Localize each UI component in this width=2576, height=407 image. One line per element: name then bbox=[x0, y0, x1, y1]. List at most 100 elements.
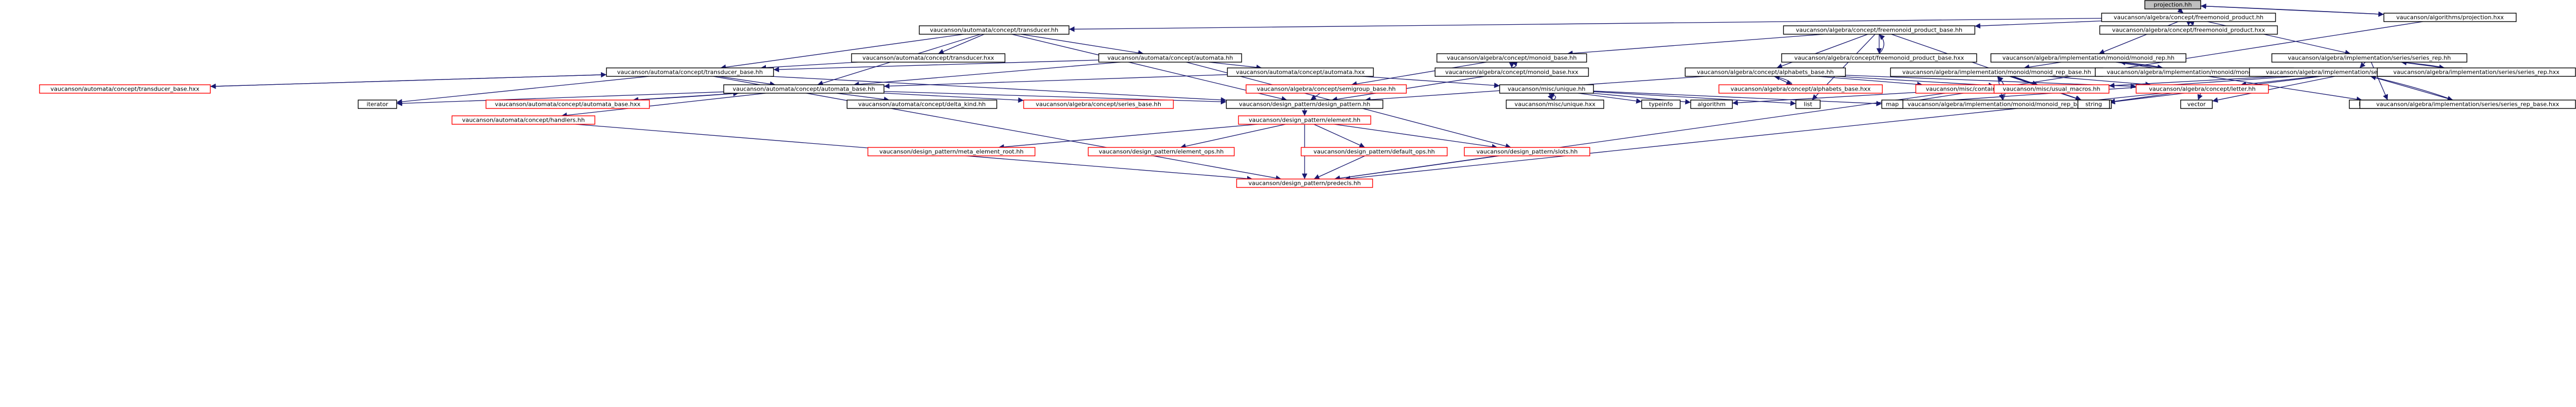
graph-node[interactable]: vaucanson/automata/concept/transducer_ba… bbox=[39, 84, 211, 94]
graph-node[interactable]: vaucanson/misc/unique.hxx bbox=[1505, 100, 1605, 109]
graph-node[interactable]: vaucanson/algebra/implementation/series/… bbox=[2377, 67, 2576, 77]
dependency-edge bbox=[836, 93, 890, 102]
dependency-edge bbox=[1593, 91, 1882, 106]
node-label: vaucanson/automata/concept/automata_base… bbox=[495, 101, 641, 108]
graph-node[interactable]: vaucanson/algebra/concept/freemonoid_pro… bbox=[2099, 25, 2278, 35]
graph-node[interactable]: vaucanson/automata/concept/automata_base… bbox=[723, 84, 884, 94]
node-label: string bbox=[2085, 101, 2102, 108]
node-label: vaucanson/automata/concept/delta_kind.hh bbox=[858, 101, 986, 108]
graph-node[interactable]: vaucanson/design_pattern/design_pattern.… bbox=[1226, 100, 1384, 109]
graph-node[interactable]: string bbox=[2077, 100, 2110, 109]
graph-node[interactable]: vaucanson/algebra/implementation/monoid/… bbox=[1990, 53, 2186, 63]
graph-node[interactable]: vaucanson/design_pattern/predecls.hh bbox=[1236, 178, 1373, 188]
dependency-edge bbox=[773, 59, 1099, 73]
graph-node[interactable]: iterator bbox=[357, 100, 397, 109]
node-box bbox=[2101, 13, 2276, 22]
node-box bbox=[723, 84, 884, 94]
node-box bbox=[1881, 100, 1903, 109]
graph-node[interactable]: vaucanson/algebra/concept/freemonoid_pro… bbox=[2101, 13, 2276, 22]
node-box bbox=[1300, 147, 1448, 156]
node-label: vaucanson/algebra/implementation/monoid/… bbox=[1908, 101, 2100, 108]
graph-node[interactable]: vaucanson/algebra/concept/freemonoid_pro… bbox=[1781, 53, 1977, 63]
graph-node[interactable]: vaucanson/automata/concept/transducer_ba… bbox=[606, 67, 774, 77]
dependency-edge bbox=[1567, 34, 1824, 56]
graph-node[interactable]: vaucanson/automata/concept/automata_base… bbox=[485, 100, 650, 109]
graph-node[interactable]: vaucanson/algebra/concept/monoid_base.hh bbox=[1436, 53, 1587, 63]
node-label: vaucanson/misc/unique.hxx bbox=[1514, 101, 1596, 108]
graph-node[interactable]: vaucanson/algebra/concept/freemonoid_pro… bbox=[1783, 25, 1976, 35]
dependency-edge bbox=[1879, 34, 1885, 54]
node-box bbox=[2180, 100, 2213, 109]
graph-node[interactable]: vaucanson/design_pattern/slots.hh bbox=[1464, 147, 1590, 156]
node-label: vaucanson/algebra/implementation/series/… bbox=[2393, 69, 2560, 76]
dependency-edge bbox=[2359, 62, 2366, 68]
graph-node[interactable]: vaucanson/design_pattern/element_ops.hh bbox=[1087, 147, 1235, 156]
graph-node[interactable]: vaucanson/automata/concept/handlers.hh bbox=[451, 115, 596, 125]
graph-node[interactable]: vaucanson/algebra/concept/letter.hh bbox=[2135, 84, 2269, 94]
node-label: vaucanson/algebra/concept/monoid_base.hh bbox=[1447, 55, 1577, 62]
node-box bbox=[1781, 53, 1977, 63]
node-box bbox=[2359, 100, 2576, 109]
dependency-edge bbox=[633, 91, 739, 101]
node-label: vaucanson/algebra/implementation/monoid/… bbox=[2003, 55, 2175, 62]
dependency-edge bbox=[1362, 76, 1500, 88]
dependency-edge bbox=[2109, 93, 2173, 104]
graph-node[interactable]: vaucanson/algebra/concept/series_base.hh bbox=[1023, 100, 1174, 109]
dependency-edge bbox=[2197, 93, 2203, 101]
node-label: vaucanson/algebra/implementation/series/… bbox=[2288, 55, 2451, 62]
graph-node[interactable]: vaucanson/algebra/implementation/series/… bbox=[2359, 100, 2576, 109]
dependency-edge bbox=[1209, 62, 1262, 71]
node-box bbox=[847, 100, 997, 109]
node-box bbox=[1783, 25, 1976, 35]
dependency-edge bbox=[2108, 76, 2280, 88]
graph-node[interactable]: projection.hh bbox=[2144, 0, 2201, 9]
graph-node[interactable]: vaucanson/algebra/concept/alphabets_base… bbox=[1718, 84, 1883, 94]
graph-node[interactable]: vaucanson/algebra/concept/semigroup_base… bbox=[1246, 84, 1407, 94]
node-label: vaucanson/algebra/concept/letter.hh bbox=[2149, 86, 2256, 93]
graph-node[interactable]: vaucanson/automata/concept/automata.hxx bbox=[1227, 67, 1374, 77]
node-label: vaucanson/automata/concept/automata.hh bbox=[1107, 55, 1233, 62]
node-box bbox=[1236, 178, 1373, 188]
dependency-edge bbox=[2212, 76, 2335, 103]
graph-node[interactable]: vaucanson/automata/concept/transducer.hh bbox=[919, 25, 1070, 35]
node-box bbox=[2271, 53, 2467, 63]
node-label: vaucanson/algebra/concept/freemonoid_pro… bbox=[2112, 27, 2266, 34]
node-box bbox=[357, 100, 397, 109]
graph-node[interactable]: vaucanson/algorithms/projection.hxx bbox=[2383, 13, 2517, 22]
graph-node[interactable]: vaucanson/misc/unique.hh bbox=[1499, 84, 1594, 94]
dependency-edge bbox=[1334, 155, 1498, 181]
graph-node[interactable]: vaucanson/design_pattern/default_ops.hh bbox=[1300, 147, 1448, 156]
node-label: vaucanson/algebra/implementation/series/… bbox=[2376, 101, 2560, 108]
graph-node[interactable]: vaucanson/design_pattern/element.hh bbox=[1238, 115, 1372, 125]
graph-node[interactable]: vaucanson/algebra/implementation/monoid/… bbox=[1890, 67, 2104, 77]
graph-node[interactable]: vaucanson/algebra/concept/monoid_base.hx… bbox=[1434, 67, 1589, 77]
node-label: projection.hh bbox=[2154, 2, 2192, 8]
node-label: vaucanson/automata/concept/automata_base… bbox=[733, 86, 875, 93]
node-box bbox=[1227, 67, 1374, 77]
node-label: vector bbox=[2188, 101, 2206, 108]
graph-node[interactable]: vaucanson/automata/concept/automata.hh bbox=[1098, 53, 1242, 63]
node-box bbox=[606, 67, 774, 77]
graph-node[interactable]: typeinfo bbox=[1641, 100, 1681, 109]
node-label: vaucanson/algebra/concept/series_base.hh bbox=[1036, 101, 1161, 108]
graph-node[interactable]: vaucanson/algebra/implementation/monoid/… bbox=[2095, 67, 2294, 77]
dependency-edge bbox=[1180, 124, 1286, 149]
graph-node[interactable]: vaucanson/design_pattern/meta_element_ro… bbox=[867, 147, 1036, 156]
node-box bbox=[1434, 67, 1589, 77]
graph-node[interactable]: vaucanson/automata/concept/transducer.hx… bbox=[851, 53, 1006, 63]
graph-node[interactable]: list bbox=[1795, 100, 1821, 109]
graph-node[interactable]: algorithm bbox=[1690, 100, 1733, 109]
dependency-edge bbox=[2370, 76, 2453, 102]
node-label: vaucanson/automata/concept/automata.hxx bbox=[1236, 69, 1365, 76]
graph-node[interactable]: vector bbox=[2180, 100, 2213, 109]
dependency-edge bbox=[1593, 91, 1796, 106]
graph-node[interactable]: vaucanson/algebra/concept/alphabets_base… bbox=[1685, 67, 1846, 77]
graph-node[interactable]: vaucanson/automata/concept/delta_kind.hh bbox=[847, 100, 997, 109]
graph-node[interactable]: vaucanson/algebra/implementation/series/… bbox=[2271, 53, 2467, 63]
graph-node[interactable]: map bbox=[1881, 100, 1903, 109]
node-box bbox=[1226, 100, 1384, 109]
node-box bbox=[1505, 100, 1605, 109]
node-box bbox=[2144, 0, 2201, 9]
dependency-edge bbox=[1020, 34, 1144, 56]
graph-node[interactable]: vaucanson/misc/usual_macros.hh bbox=[1994, 84, 2110, 94]
